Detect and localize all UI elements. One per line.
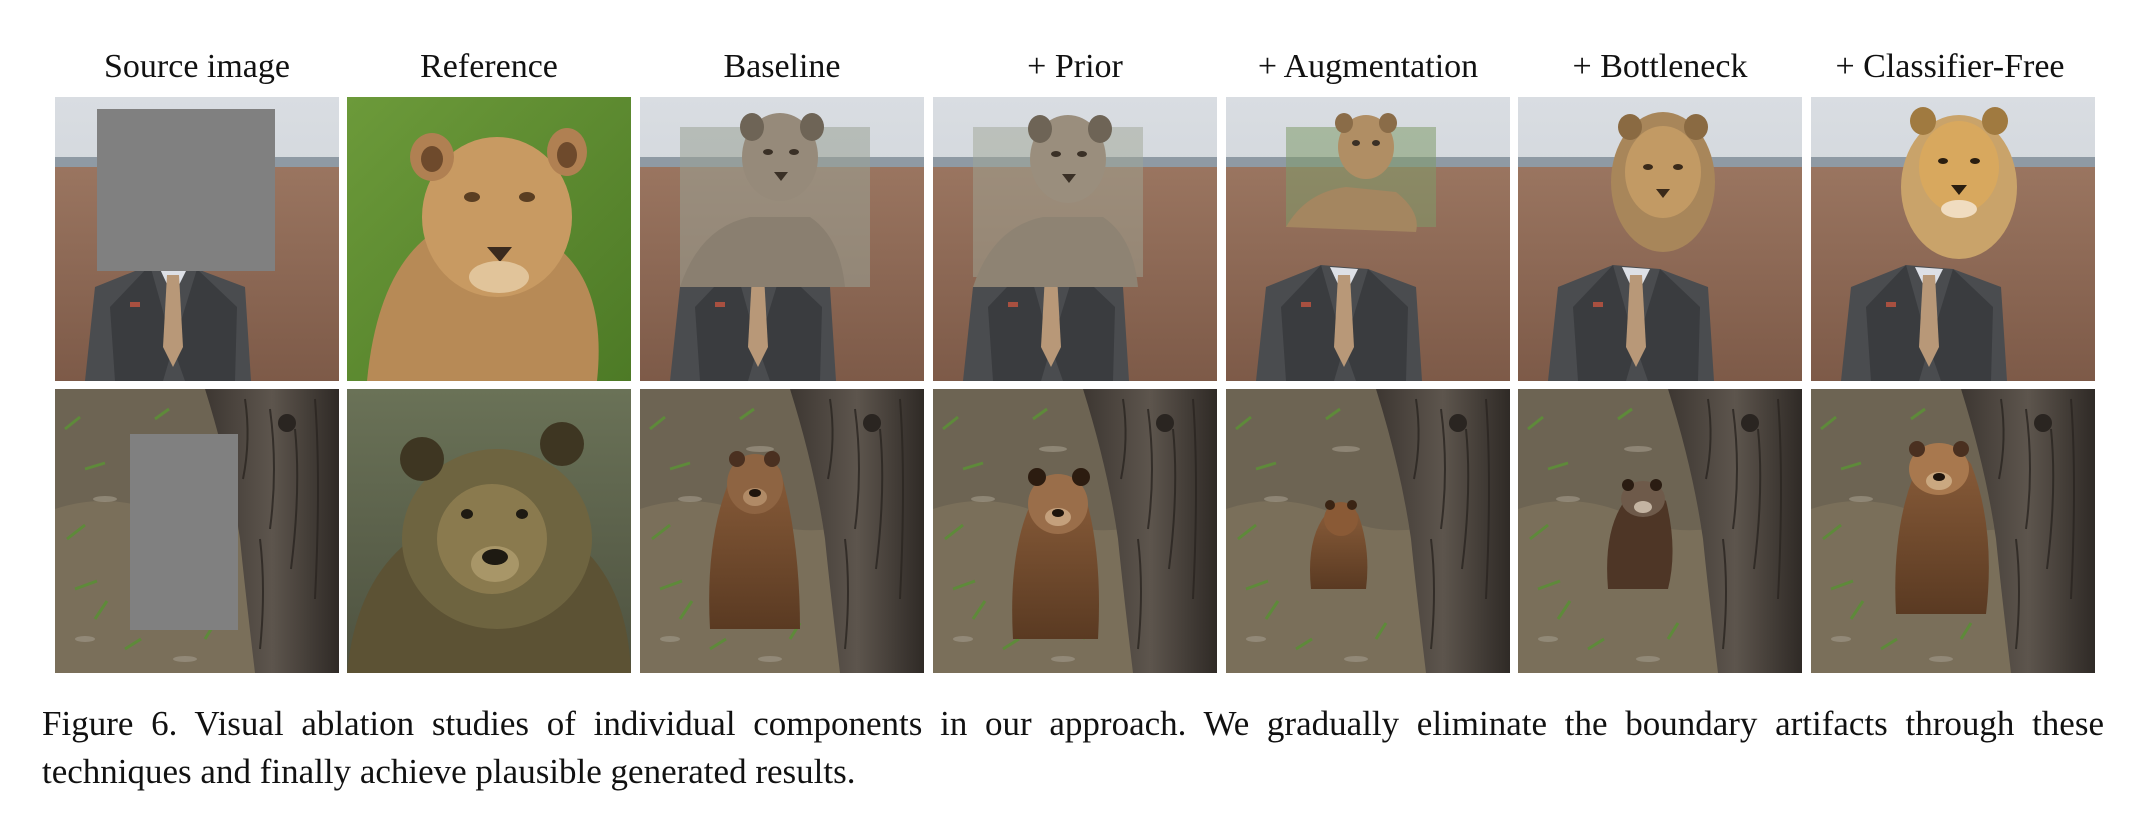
column-label-bottleneck: + Bottleneck: [1572, 48, 1748, 85]
column-label-augmentation: + Augmentation: [1257, 48, 1479, 85]
figure-caption: Figure 6. Visual ablation studies of ind…: [42, 700, 2104, 796]
image-row2-reference: [347, 389, 631, 673]
image-row2-prior: [933, 389, 1217, 673]
mask-region: [130, 434, 238, 630]
caption-line-2: techniques and finally achieve plausible…: [42, 752, 856, 791]
image-row1-reference: [347, 97, 631, 381]
image-row2-source: [55, 389, 339, 673]
image-row2-baseline: [640, 389, 924, 673]
mask-region: [97, 109, 275, 271]
image-row2-classifier-free: [1811, 389, 2095, 673]
image-row2-bottleneck: [1518, 389, 1802, 673]
image-row1-baseline: [640, 97, 924, 381]
image-row1-source: [55, 97, 339, 381]
column-label-classifier-free: + Classifier-Free: [1835, 48, 2065, 85]
image-row1-bottleneck: [1518, 97, 1802, 381]
column-label-baseline: Baseline: [723, 48, 841, 85]
column-label-reference: Reference: [420, 48, 558, 85]
column-label-prior: + Prior: [1027, 48, 1123, 85]
column-label-source-image: Source image: [104, 48, 290, 85]
image-row1-classifier-free: [1811, 97, 2095, 381]
caption-line-1: Figure 6. Visual ablation studies of ind…: [42, 704, 2104, 743]
image-row1-prior: [933, 97, 1217, 381]
image-row2-augmentation: [1226, 389, 1510, 673]
image-row1-augmentation: [1226, 97, 1510, 381]
